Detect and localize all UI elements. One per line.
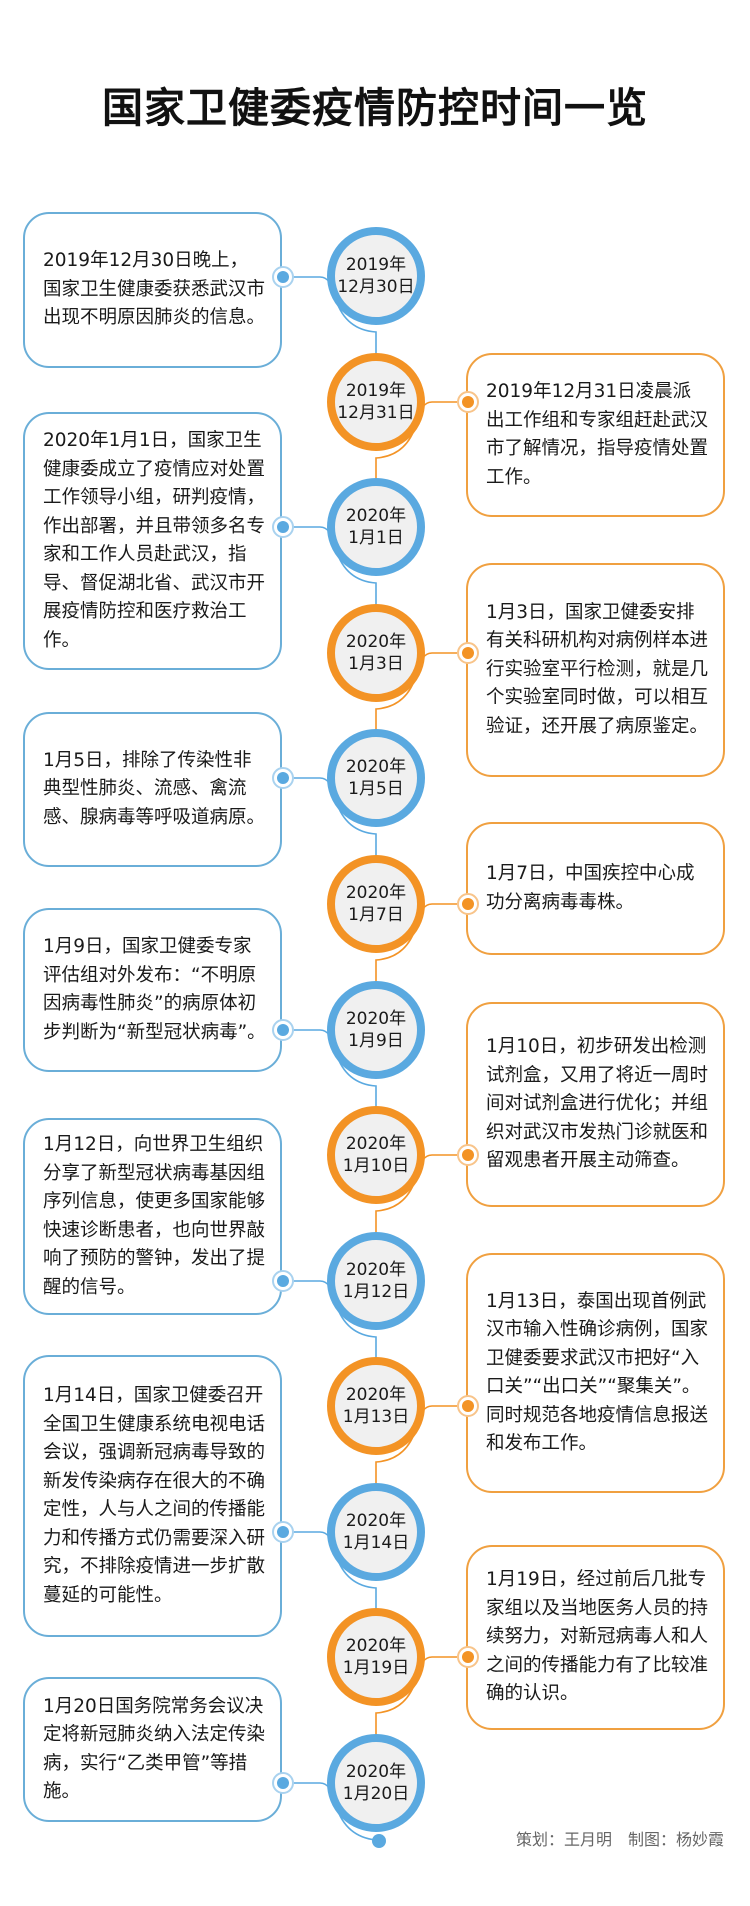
node-date: 1月12日: [342, 1282, 410, 1302]
node-date: 1月14日: [342, 1533, 410, 1553]
event-box-2020-01-19: 1月19日，经过前后几批专家组以及当地医务人员的持续努力，对新冠病毒人和人之间的…: [466, 1545, 725, 1730]
node-date: 1月19日: [342, 1658, 410, 1678]
event-text: 1月5日，排除了传染性非典型性肺炎、流感、禽流感、腺病毒等呼吸道病原。: [43, 749, 266, 828]
node-date: 1月9日: [348, 1031, 404, 1051]
connector-dot: [457, 1395, 479, 1417]
event-box-2020-01-20: 1月20日国务院常务会议决定将新冠肺炎纳入法定传染病，实行“乙类甲管”等措施。: [23, 1677, 282, 1822]
connector-dot: [272, 1019, 294, 1041]
event-box-2019-12-31: 2019年12月31日凌晨派出工作组和专家组赶赴武汉市了解情况，指导疫情处置工作…: [466, 353, 725, 517]
connector-dot: [457, 1646, 479, 1668]
credits: 策划：王月明制图：杨妙霞: [480, 1826, 724, 1850]
connector-dot: [457, 642, 479, 664]
page-title: 国家卫健委疫情防控时间一览: [102, 84, 648, 132]
node-year: 2020年: [345, 1009, 407, 1029]
credit-designer: 制图：杨妙霞: [627, 1830, 724, 1849]
connector-dot: [272, 767, 294, 789]
connector-dot: [457, 893, 479, 915]
node-date: 1月3日: [348, 654, 404, 674]
node-year: 2020年: [345, 1134, 407, 1154]
connector-dot: [272, 1270, 294, 1292]
event-box-2020-01-14: 1月14日，国家卫健委召开全国卫生健康系统电视电话会议，强调新冠病毒导致的新发传…: [23, 1355, 282, 1637]
event-text: 1月20日国务院常务会议决定将新冠肺炎纳入法定传染病，实行“乙类甲管”等措施。: [43, 1695, 266, 1803]
node-date: 1月7日: [348, 905, 404, 925]
node-date: 12月31日: [337, 403, 415, 423]
credit-planner: 策划：王月明: [515, 1830, 612, 1849]
event-text: 2019年12月30日晚上，国家卫生健康委获悉武汉市出现不明原因肺炎的信息。: [43, 250, 266, 329]
node-date: 1月13日: [342, 1407, 410, 1427]
node-date: 1月5日: [348, 779, 404, 799]
event-box-2020-01-10: 1月10日，初步研发出检测试剂盒，又用了将近一周时间对试剂盒进行优化；并组织对武…: [466, 1002, 725, 1207]
date-node-2020-01-12: 2020年 1月12日: [327, 1232, 425, 1330]
event-text: 1月13日，泰国出现首例武汉市输入性确诊病例，国家卫健委要求武汉市把好“入口关”…: [486, 1290, 709, 1455]
timeline-end-dot: [372, 1834, 386, 1848]
event-box-2020-01-13: 1月13日，泰国出现首例武汉市输入性确诊病例，国家卫健委要求武汉市把好“入口关”…: [466, 1253, 725, 1493]
date-node-2020-01-10: 2020年 1月10日: [327, 1106, 425, 1204]
connector-dot: [272, 266, 294, 288]
date-node-2020-01-19: 2020年 1月19日: [327, 1608, 425, 1706]
date-node-2019-12-30: 2019年 12月30日: [327, 227, 425, 325]
event-text: 1月10日，初步研发出检测试剂盒，又用了将近一周时间对试剂盒进行优化；并组织对武…: [486, 1036, 709, 1172]
date-node-2020-01-01: 2020年 1月1日: [327, 478, 425, 576]
event-text: 1月12日，向世界卫生组织分享了新型冠状病毒基因组序列信息，使更多国家能够快速诊…: [43, 1134, 266, 1298]
date-node-2020-01-05: 2020年 1月5日: [327, 729, 425, 827]
node-date: 1月10日: [342, 1156, 410, 1176]
connector-dot: [272, 516, 294, 538]
date-node-2020-01-14: 2020年 1月14日: [327, 1483, 425, 1581]
date-node-2020-01-20: 2020年 1月20日: [327, 1734, 425, 1832]
node-date: 1月1日: [348, 528, 404, 548]
connector-dot: [272, 1772, 294, 1794]
node-date: 12月30日: [337, 277, 415, 297]
event-box-2020-01-12: 1月12日，向世界卫生组织分享了新型冠状病毒基因组序列信息，使更多国家能够快速诊…: [23, 1118, 282, 1315]
node-date: 1月20日: [342, 1784, 410, 1804]
event-text: 1月14日，国家卫健委召开全国卫生健康系统电视电话会议，强调新冠病毒导致的新发传…: [43, 1385, 266, 1606]
event-text: 2020年1月1日，国家卫生健康委成立了疫情应对处置工作领导小组，研判疫情，作出…: [43, 430, 266, 651]
node-year: 2020年: [345, 757, 407, 777]
event-text: 1月9日，国家卫健委专家评估组对外发布：“不明原因病毒性肺炎”的病原体初步判断为…: [43, 936, 266, 1043]
node-year: 2020年: [345, 1385, 407, 1405]
event-text: 1月7日，中国疾控中心成功分离病毒毒株。: [486, 863, 695, 913]
event-box-2020-01-01: 2020年1月1日，国家卫生健康委成立了疫情应对处置工作领导小组，研判疫情，作出…: [23, 412, 282, 670]
event-box-2020-01-03: 1月3日，国家卫健委安排有关科研机构对病例样本进行实验室平行检测，就是几个实验室…: [466, 563, 725, 777]
event-text: 1月3日，国家卫健委安排有关科研机构对病例样本进行实验室平行检测，就是几个实验室…: [486, 601, 709, 737]
date-node-2020-01-09: 2020年 1月9日: [327, 981, 425, 1079]
event-box-2019-12-30: 2019年12月30日晚上，国家卫生健康委获悉武汉市出现不明原因肺炎的信息。: [23, 212, 282, 368]
node-year: 2020年: [345, 1636, 407, 1656]
node-year: 2019年: [345, 381, 407, 401]
connector-dot: [272, 1521, 294, 1543]
event-text: 1月19日，经过前后几批专家组以及当地医务人员的持续努力，对新冠病毒人和人之间的…: [486, 1569, 709, 1705]
event-box-2020-01-09: 1月9日，国家卫健委专家评估组对外发布：“不明原因病毒性肺炎”的病原体初步判断为…: [23, 908, 282, 1072]
connector-dot: [457, 1144, 479, 1166]
connector-dot: [457, 391, 479, 413]
node-year: 2020年: [345, 1260, 407, 1280]
date-node-2019-12-31: 2019年 12月31日: [327, 353, 425, 451]
date-node-2020-01-07: 2020年 1月7日: [327, 855, 425, 953]
node-year: 2020年: [345, 1762, 407, 1782]
event-text: 2019年12月31日凌晨派出工作组和专家组赶赴武汉市了解情况，指导疫情处置工作…: [486, 381, 709, 488]
event-box-2020-01-07: 1月7日，中国疾控中心成功分离病毒毒株。: [466, 822, 725, 955]
node-year: 2020年: [345, 883, 407, 903]
node-year: 2019年: [345, 255, 407, 275]
event-box-2020-01-05: 1月5日，排除了传染性非典型性肺炎、流感、禽流感、腺病毒等呼吸道病原。: [23, 712, 282, 867]
date-node-2020-01-03: 2020年 1月3日: [327, 604, 425, 702]
date-node-2020-01-13: 2020年 1月13日: [327, 1357, 425, 1455]
node-year: 2020年: [345, 506, 407, 526]
node-year: 2020年: [345, 632, 407, 652]
node-year: 2020年: [345, 1511, 407, 1531]
